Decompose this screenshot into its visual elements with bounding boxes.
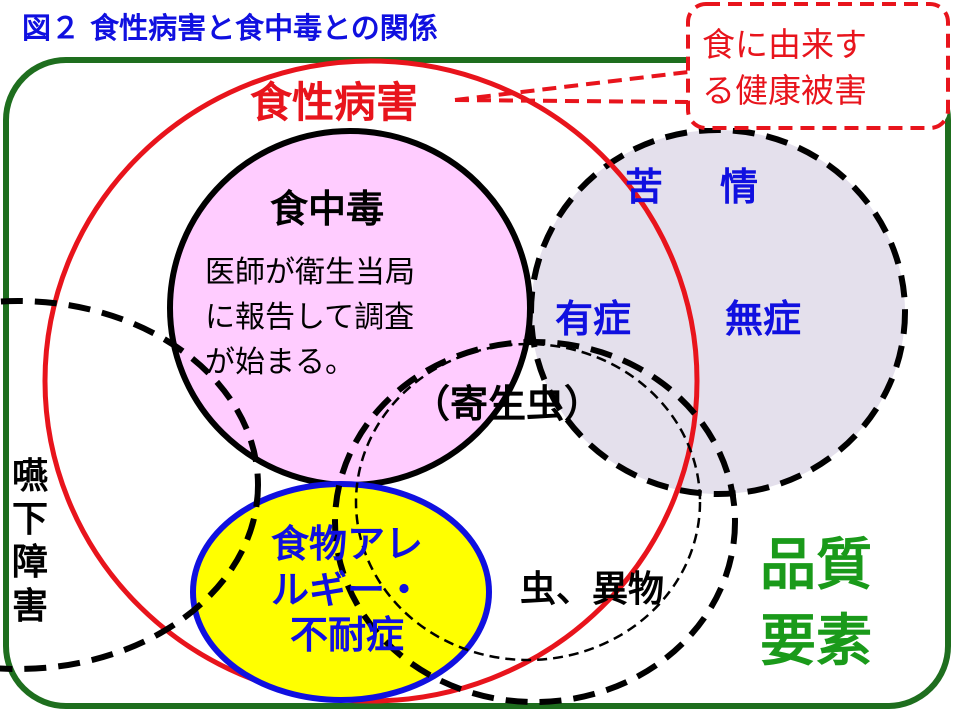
quality-line: 要素 [760,608,872,674]
allergy-line: 食物アレ [270,522,423,566]
quality-line: 品質 [760,533,872,598]
allergy-label: 食物アレ ルギー・ 不耐症 [252,522,442,659]
parasite-label: （寄生虫） [412,382,603,426]
symptomatic-label: 有症 [555,297,632,341]
allergy-ellipse [190,481,492,703]
allergy-line: ルギー・ [270,567,423,612]
complaint-label-a: 苦 [625,165,664,209]
desc-line: 医師が衛生当局 [205,255,415,290]
quality-boundary [3,57,951,709]
callout-line [454,70,689,102]
parasite-circle [354,342,702,662]
swallowing-char: 嚥 [12,456,49,497]
swallowing-char: 障 [12,542,49,584]
complaint-label-b: 情 [720,165,759,209]
allergy-line: 不耐症 [289,613,404,658]
desc-line: が始まる。 [205,345,355,380]
food-poisoning-title: 食中毒 [270,187,385,231]
swallowing-circle [0,298,261,672]
food-poisoning-desc: 医師が衛生当局 に報告して調査 が始まる。 [205,250,415,385]
callout-line2: る健康被害 [702,71,867,111]
callout-text: 食に由来す る健康被害 [702,22,867,114]
asymptomatic-label: 無症 [725,297,802,341]
swallowing-label: 嚥 下 障 害 [12,455,48,628]
foodborne-disease-ellipse [42,58,700,704]
insects-circle [332,339,738,705]
desc-line: に報告して調査 [205,300,415,335]
swallowing-char: 害 [12,585,49,627]
callout-line [454,98,689,104]
callout-line1: 食に由来す [702,25,867,64]
quality-label: 品質 要素 [760,528,872,679]
callout-box [686,2,950,130]
figure-title: 図２ 食性病害と食中毒との関係 [22,11,438,45]
foodborne-disease-label: 食性病害 [250,78,419,127]
swallowing-char: 下 [12,499,49,541]
insects-label: 虫、異物 [520,569,665,610]
